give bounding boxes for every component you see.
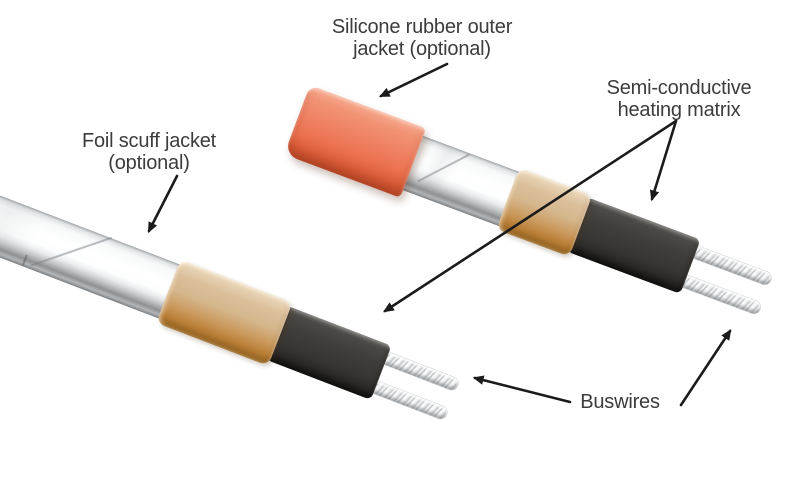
buswire-lower bbox=[367, 379, 449, 421]
arrow-to-foil-jacket bbox=[147, 174, 179, 234]
label-silicone-jacket-line2: jacket (optional) bbox=[353, 38, 491, 60]
buswire-lower bbox=[678, 273, 763, 316]
heating-matrix bbox=[566, 197, 701, 294]
silicone-outer-jacket bbox=[284, 85, 427, 198]
label-silicone-jacket: Silicone rubber outer jacket (optional) bbox=[331, 16, 513, 60]
arrow-to-buswires-right-cable bbox=[679, 329, 732, 407]
label-silicone-jacket-line1: Silicone rubber outer bbox=[331, 16, 513, 38]
foil-seam bbox=[30, 236, 113, 267]
foil-seam bbox=[417, 153, 470, 182]
foil-scuff-jacket bbox=[0, 171, 183, 320]
label-buswires-text: Buswires bbox=[580, 391, 660, 413]
label-foil-jacket: Foil scuff jacket (optional) bbox=[82, 130, 216, 174]
label-foil-jacket-line1: Foil scuff jacket bbox=[81, 130, 217, 152]
arrow-to-matrix-right-cable bbox=[649, 119, 678, 202]
label-buswires: Buswires bbox=[580, 391, 660, 413]
arrow-to-silicone-jacket bbox=[378, 62, 449, 98]
braid-band bbox=[156, 259, 293, 366]
cable-foil-variant bbox=[0, 166, 461, 421]
label-heating-matrix-line2: heating matrix bbox=[617, 99, 741, 121]
label-heating-matrix-line1: Semi-conductive bbox=[606, 77, 752, 99]
arrow-to-buswires-left-cable bbox=[472, 375, 572, 404]
label-foil-jacket-line2: (optional) bbox=[108, 152, 190, 174]
foil-groove bbox=[21, 254, 28, 266]
label-heating-matrix: Semi-conductive heating matrix bbox=[607, 77, 752, 121]
